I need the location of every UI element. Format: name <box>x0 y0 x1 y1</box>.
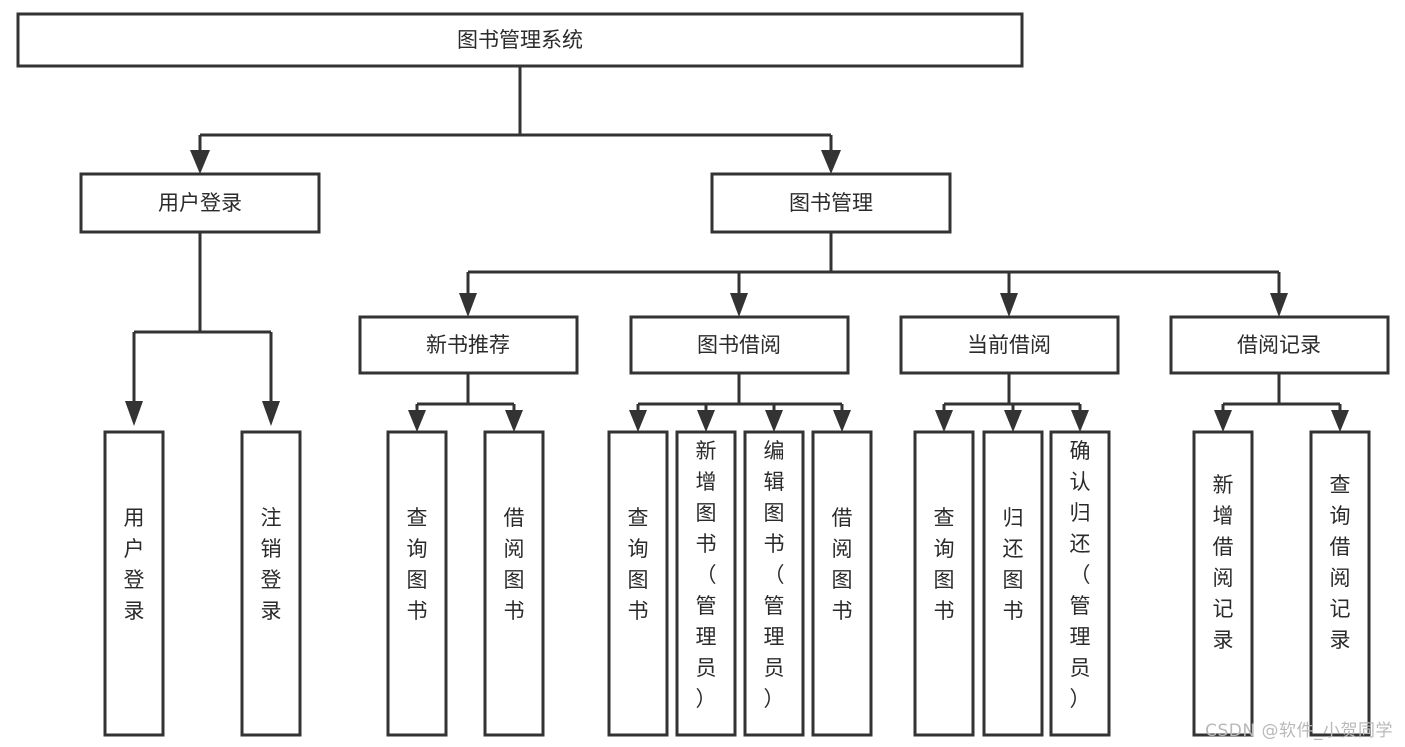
connectors-layer <box>125 66 1349 432</box>
node-root-label: 图书管理系统 <box>457 28 583 52</box>
node-leaf13[interactable]: 查询借阅记录 <box>1309 430 1371 737</box>
node-records[interactable]: 借阅记录 <box>1169 315 1390 375</box>
node-leaf10-label: 归还图书 <box>1003 506 1024 623</box>
node-borrow[interactable]: 图书借阅 <box>629 315 850 375</box>
node-borrow-label: 图书借阅 <box>697 333 781 357</box>
node-leaf4-box[interactable] <box>483 430 545 737</box>
node-newbook[interactable]: 新书推荐 <box>358 315 579 375</box>
node-leaf1-box[interactable] <box>103 430 165 737</box>
node-leaf6-label: 新增图书（管理员） <box>696 439 717 711</box>
node-leaf8[interactable]: 借阅图书 <box>811 430 873 737</box>
node-leaf5-box[interactable] <box>607 430 669 737</box>
node-leaf12-box[interactable] <box>1192 430 1254 737</box>
arrow-head-leaf10 <box>1004 410 1022 432</box>
node-leaf7-label: 编辑图书（管理员） <box>764 439 785 711</box>
node-current[interactable]: 当前借阅 <box>899 315 1120 375</box>
node-newbook-label: 新书推荐 <box>426 333 510 357</box>
arrow-head-leaf5 <box>629 410 647 432</box>
node-records-box[interactable] <box>1169 315 1390 375</box>
node-leaf5[interactable]: 查询图书 <box>607 430 669 737</box>
arrow-head-leaf9 <box>935 410 953 432</box>
node-leaf11-label: 确认归还（管理员） <box>1070 439 1091 711</box>
arrow-head-leaf7 <box>765 410 783 432</box>
arrow-head-records <box>1270 293 1288 317</box>
arrow-head-leaf13 <box>1331 410 1349 432</box>
node-bookmgmt-label: 图书管理 <box>789 191 873 215</box>
arrow-head-leaf11 <box>1071 410 1089 432</box>
arrow-head-leaf12 <box>1214 410 1232 432</box>
node-login[interactable]: 用户登录 <box>79 172 321 234</box>
node-leaf10[interactable]: 归还图书 <box>982 430 1044 737</box>
csdn-watermark: CSDN @软件_小贺同学 <box>1205 721 1393 741</box>
node-leaf3-label: 查询图书 <box>407 506 428 623</box>
arrow-head-login <box>190 150 210 174</box>
node-leaf2[interactable]: 注销登录 <box>240 430 302 737</box>
node-records-label: 借阅记录 <box>1237 333 1321 357</box>
node-leaf1[interactable]: 用户登录 <box>103 430 165 737</box>
arrow-head-leaf8 <box>833 410 851 432</box>
node-login-box[interactable] <box>79 172 321 234</box>
node-leaf6-box[interactable] <box>675 430 737 737</box>
node-current-box[interactable] <box>899 315 1120 375</box>
node-leaf13-label: 查询借阅记录 <box>1330 473 1351 652</box>
node-leaf3[interactable]: 查询图书 <box>386 430 448 737</box>
node-login-label: 用户登录 <box>158 191 242 215</box>
node-leaf6[interactable]: 新增图书（管理员） <box>675 430 737 737</box>
arrow-head-bookmgmt <box>821 150 841 174</box>
node-leaf11[interactable]: 确认归还（管理员） <box>1049 430 1111 737</box>
node-leaf2-label: 注销登录 <box>261 506 282 623</box>
node-leaf4-label: 借阅图书 <box>504 506 525 623</box>
node-leaf5-label: 查询图书 <box>628 506 649 623</box>
node-borrow-box[interactable] <box>629 315 850 375</box>
node-root[interactable]: 图书管理系统 <box>16 12 1024 68</box>
node-leaf13-box[interactable] <box>1309 430 1371 737</box>
node-leaf7[interactable]: 编辑图书（管理员） <box>743 430 805 737</box>
node-bookmgmt-box[interactable] <box>710 172 952 234</box>
node-leaf4[interactable]: 借阅图书 <box>483 430 545 737</box>
arrow-head-borrow <box>730 293 748 317</box>
node-bookmgmt[interactable]: 图书管理 <box>710 172 952 234</box>
node-leaf8-label: 借阅图书 <box>832 506 853 623</box>
arrow-head-leaf4 <box>505 410 523 432</box>
arrow-head-leaf3 <box>408 410 426 432</box>
node-leaf9-label: 查询图书 <box>934 506 955 623</box>
node-leaf9[interactable]: 查询图书 <box>913 430 975 737</box>
node-leaf12[interactable]: 新增借阅记录 <box>1192 430 1254 737</box>
node-leaf7-box[interactable] <box>743 430 805 737</box>
node-leaf9-box[interactable] <box>913 430 975 737</box>
node-leaf2-box[interactable] <box>240 430 302 737</box>
node-leaf3-box[interactable] <box>386 430 448 737</box>
node-leaf8-box[interactable] <box>811 430 873 737</box>
arrow-head-current <box>1000 293 1018 317</box>
node-leaf1-label: 用户登录 <box>124 506 145 623</box>
arrow-head-newbook <box>459 293 477 317</box>
arrow-head-leaf6 <box>697 410 715 432</box>
arrow-head-leaf2 <box>262 401 280 426</box>
node-leaf11-box[interactable] <box>1049 430 1111 737</box>
node-leaf12-label: 新增借阅记录 <box>1213 473 1234 652</box>
arrow-head-leaf1 <box>125 401 143 426</box>
node-current-label: 当前借阅 <box>967 333 1051 357</box>
node-root-box[interactable] <box>16 12 1024 68</box>
node-newbook-box[interactable] <box>358 315 579 375</box>
node-leaf10-box[interactable] <box>982 430 1044 737</box>
